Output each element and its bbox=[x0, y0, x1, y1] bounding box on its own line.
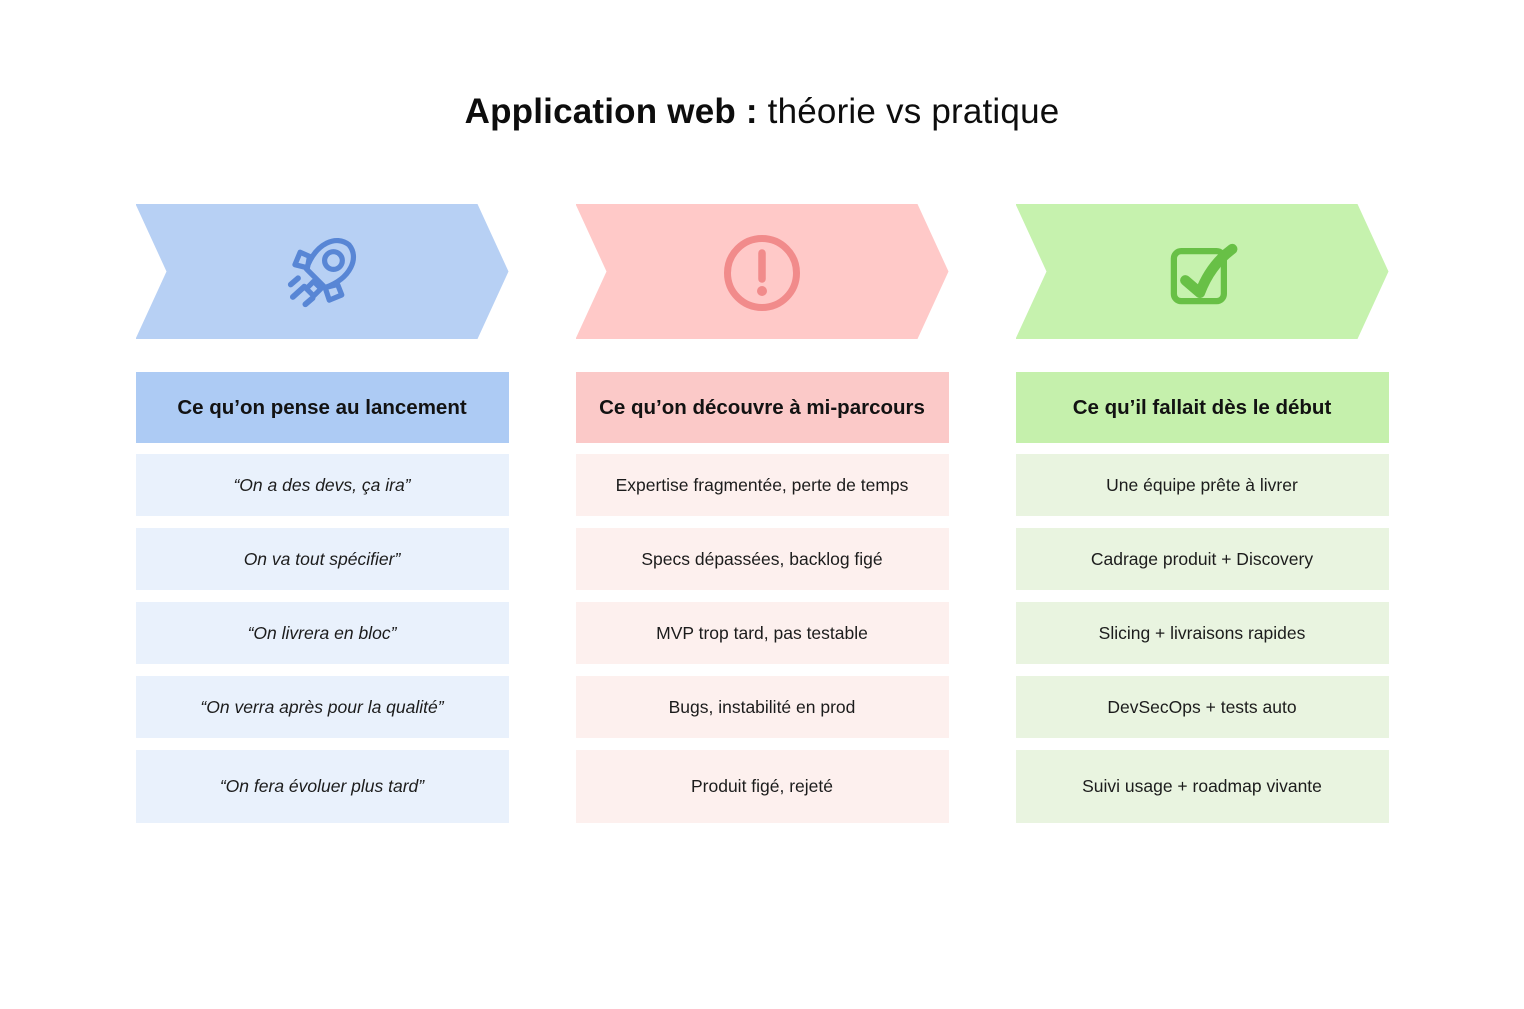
issue-item: MVP trop tard, pas testable bbox=[575, 602, 949, 664]
page-title: Application web : théorie vs pratique bbox=[0, 92, 1524, 132]
comparison-columns: Ce qu’on pense au lancement “On a des de… bbox=[0, 204, 1524, 823]
solution-item: Cadrage produit + Discovery bbox=[1015, 528, 1389, 590]
arrow-banner-green bbox=[1016, 204, 1389, 339]
quote-item: “On a des devs, ça ira” bbox=[135, 454, 509, 516]
issue-item: Specs dépassées, backlog figé bbox=[575, 528, 949, 590]
solution-item: Suivi usage + roadmap vivante bbox=[1015, 750, 1389, 823]
column-header: Ce qu’on pense au lancement bbox=[135, 372, 509, 443]
solution-item: Slicing + livraisons rapides bbox=[1015, 602, 1389, 664]
quote-item: “On fera évoluer plus tard” bbox=[135, 750, 509, 823]
page-title-bold: Application web : bbox=[464, 92, 758, 131]
arrow-banner-red bbox=[576, 204, 949, 339]
quote-item: “On livrera en bloc” bbox=[135, 602, 509, 664]
infographic: Application web : théorie vs pratique Ce… bbox=[0, 92, 1524, 823]
quote-item: “On verra après pour la qualité” bbox=[135, 676, 509, 738]
issue-item: Bugs, instabilité en prod bbox=[575, 676, 949, 738]
column-launch-assumptions: Ce qu’on pense au lancement “On a des de… bbox=[135, 204, 509, 823]
solution-item: Une équipe prête à livrer bbox=[1015, 454, 1389, 516]
column-needed-from-start: Ce qu’il fallait dès le début Une équipe… bbox=[1015, 204, 1389, 823]
column-header: Ce qu’on découvre à mi-parcours bbox=[575, 372, 949, 443]
alert-icon bbox=[714, 224, 810, 320]
issue-item: Expertise fragmentée, perte de temps bbox=[575, 454, 949, 516]
issue-item: Produit figé, rejeté bbox=[575, 750, 949, 823]
quote-item: On va tout spécifier” bbox=[135, 528, 509, 590]
solution-item: DevSecOps + tests auto bbox=[1015, 676, 1389, 738]
arrow-banner-blue bbox=[136, 204, 509, 339]
page-title-regular: théorie vs pratique bbox=[767, 92, 1060, 131]
checkbox-icon bbox=[1152, 222, 1252, 322]
rocket-icon bbox=[272, 222, 372, 322]
column-midway-discoveries: Ce qu’on découvre à mi-parcours Expertis… bbox=[575, 204, 949, 823]
column-header: Ce qu’il fallait dès le début bbox=[1015, 372, 1389, 443]
